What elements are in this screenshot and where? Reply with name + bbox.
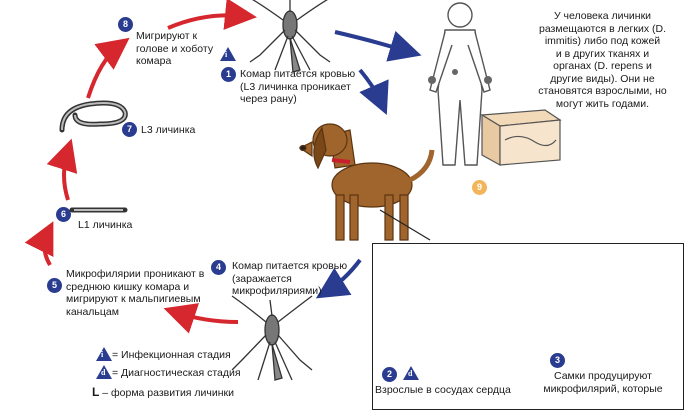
- step-6-badge: 6: [56, 207, 71, 222]
- legend-infective-icon: i: [96, 347, 112, 361]
- step-1-text: Комар питается кровью (L3 личинка проник…: [240, 68, 356, 105]
- diagnostic-stage-icon: d: [403, 366, 419, 380]
- step-8-text: Мигрируют к голове и хоботу комара: [136, 30, 214, 67]
- step-7-badge: 7: [122, 122, 137, 137]
- step-3-text: Самки продуцируют микрофилярий, которые: [543, 370, 663, 395]
- arrow-5-to-6: [24, 221, 54, 267]
- arrow-mosquito-to-human: [334, 30, 422, 62]
- legend-diagnostic-icon: d: [96, 365, 112, 379]
- arrow-6-to-7: [46, 138, 78, 201]
- step-8-badge: 8: [118, 17, 133, 32]
- step-2-badge: 2: [382, 367, 397, 382]
- legend-infective-text: = Инфекционная стадия: [112, 349, 231, 361]
- step-9-badge: 9: [472, 180, 487, 195]
- arrow-mosquito-to-dog: [358, 68, 389, 115]
- step-3-badge: 3: [550, 353, 565, 368]
- step-4-text: Комар питается кровью (заражается микроф…: [232, 260, 348, 297]
- arrow-7-to-8: [86, 37, 130, 99]
- step-9-text: У человека личинки размещаются в легких …: [538, 10, 667, 110]
- step-5-badge: 5: [47, 278, 62, 293]
- l3-larva-illustration: [59, 100, 128, 133]
- step-1-badge: 1: [221, 67, 236, 82]
- arrow-4-to-5: [163, 303, 239, 334]
- mosquito-bottom-illustration: [231, 295, 313, 381]
- mosquito-top-illustration: [249, 0, 331, 73]
- step-6-text: L1 личинка: [78, 219, 133, 231]
- step-7-text: L3 личинка: [141, 124, 196, 136]
- skin-section-illustration: [480, 109, 562, 167]
- human-illustration: [429, 2, 491, 166]
- step-4-badge: 4: [211, 260, 226, 275]
- connector-line: [379, 209, 431, 241]
- legend-diagnostic-text: = Диагностическая стадия: [112, 367, 241, 379]
- infective-stage-icon: i: [220, 47, 236, 61]
- legend-larva-text: L – форма развития личинки: [92, 385, 234, 399]
- human-larvae-marks: [428, 69, 492, 84]
- arrow-8-to-1: [167, 0, 257, 30]
- adult-stage-inset: [372, 243, 684, 410]
- arrow-dog-to-mosquito: [315, 258, 362, 299]
- step-2-text: Взрослые в сосудах сердца: [375, 384, 511, 396]
- step-5-text: Микрофилярии проникают в среднюю кишку к…: [66, 268, 205, 318]
- dog-illustration: [298, 123, 435, 241]
